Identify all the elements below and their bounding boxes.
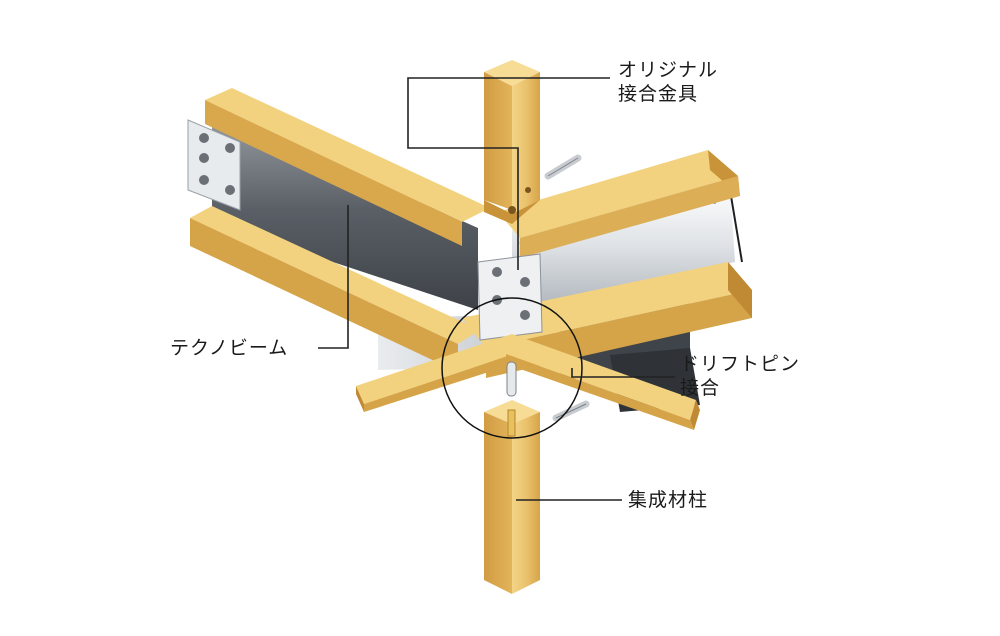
label-drift-pin: ドリフトピン 接合 — [680, 352, 800, 400]
leader-drift-pin — [571, 368, 675, 378]
label-drift-pin-line2: 接合 — [680, 377, 721, 399]
label-joint-hardware: オリジナル 接合金具 — [618, 58, 718, 106]
leader-techno-beam — [318, 205, 349, 349]
upper-left-bottom-flange — [190, 206, 480, 372]
label-joint-hardware-line2: 接合金具 — [618, 83, 699, 105]
right-top-flange — [498, 150, 740, 258]
label-glulam-column: 集成材柱 — [628, 489, 709, 511]
lower-left-beam — [356, 334, 520, 412]
center-connection-plate — [477, 253, 543, 341]
left-end-plate — [187, 119, 241, 211]
leader-lines — [318, 77, 675, 501]
drift-pins — [506, 154, 590, 422]
leader-joint-hardware — [407, 77, 610, 270]
label-joint-hardware-line1: オリジナル — [618, 59, 719, 81]
upper-column — [484, 60, 540, 224]
label-techno-beam: テクノビーム — [170, 337, 289, 359]
label-drift-pin-line1: ドリフトピン — [680, 353, 801, 375]
lower-column — [484, 400, 540, 594]
upper-left-top-flange — [205, 88, 490, 246]
detail-circle — [441, 297, 583, 439]
